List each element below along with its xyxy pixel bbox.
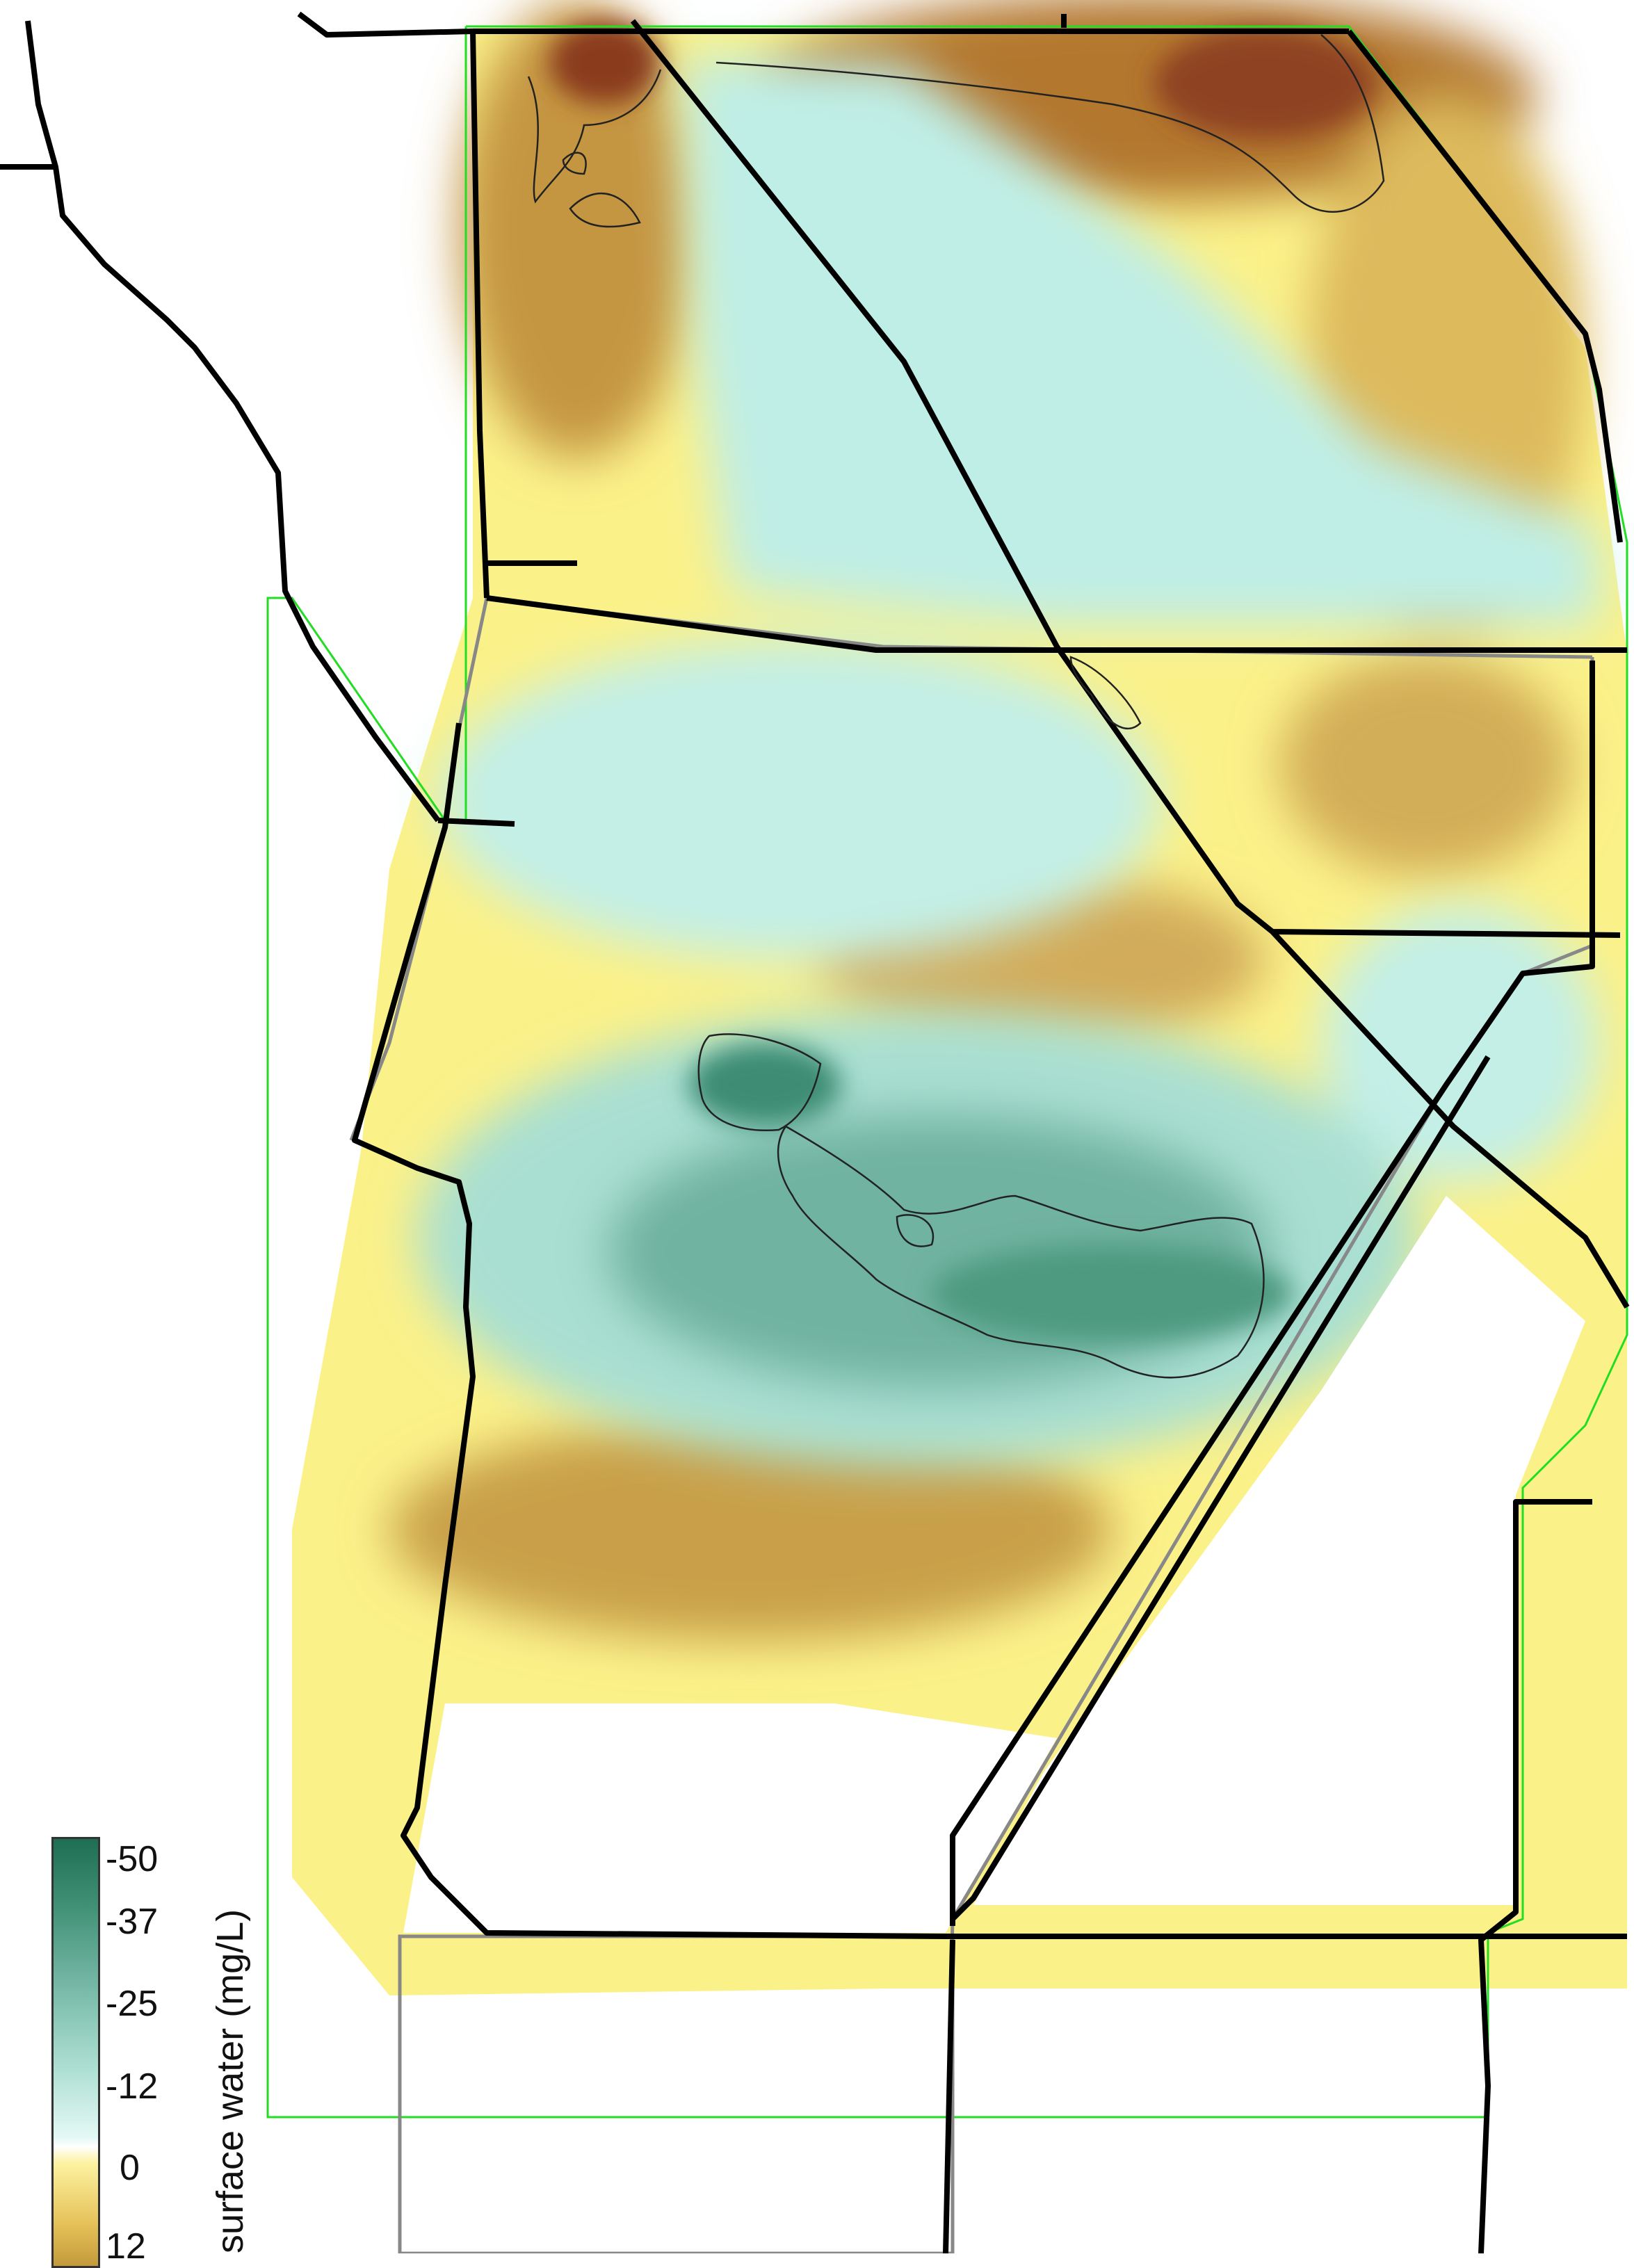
north-west-high [459, 0, 695, 459]
tick-label-1: -50 [106, 1839, 159, 1879]
south-zero-area [403, 1703, 1057, 1933]
east-gold [1279, 654, 1571, 876]
north-dark-brown-1 [549, 21, 661, 104]
contour-south-small [896, 1214, 935, 1247]
south-core-dark [688, 1043, 841, 1126]
tick-label-4: -12 [106, 2066, 159, 2107]
south-gold-band [389, 1418, 1113, 1641]
contour-south-core [697, 1033, 822, 1131]
contour-lines [527, 34, 1385, 1379]
tick-label-3: -25 [106, 1984, 159, 2024]
legend-title: surface water (mg/L) [209, 1909, 251, 2253]
central-cyan [438, 640, 1161, 959]
tick-label-2: -37 [106, 1902, 159, 1942]
tick-label-6: 12 [106, 2226, 146, 2267]
south-east-zero-area [973, 1196, 1585, 1905]
south-core-dark-2 [932, 1245, 1293, 1342]
contour-south-band [777, 1125, 1265, 1379]
contour-north-small-2 [562, 152, 587, 175]
tick-label-5: 0 [120, 2148, 140, 2188]
colorbar [51, 1837, 100, 2268]
contour-north-east [715, 34, 1385, 213]
concentration-raster [292, 0, 1627, 1995]
north-dark-brown-2 [1154, 28, 1377, 139]
contour-center-north [1069, 656, 1142, 730]
black-boundaries [0, 11, 1630, 2253]
north-cyan-lobe [681, 56, 1599, 626]
contour-north-small-1 [569, 192, 641, 228]
contour-north-west [527, 69, 662, 204]
